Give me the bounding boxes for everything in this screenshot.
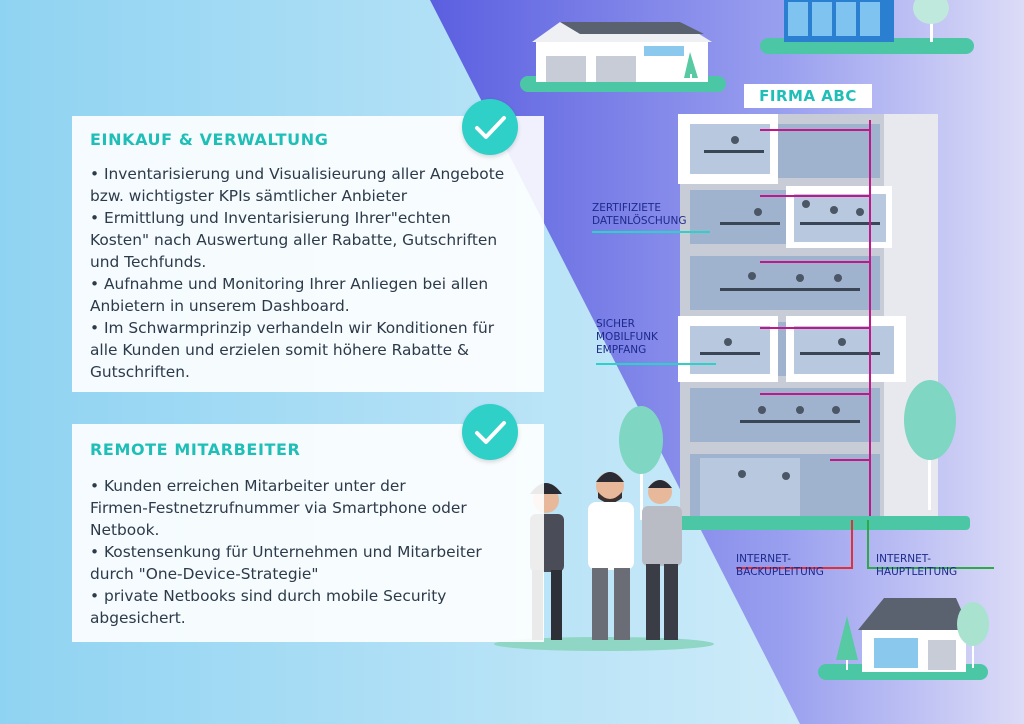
- tree-icon: [619, 406, 663, 520]
- checkmark-icon: [462, 404, 518, 460]
- card-line: alle Kunden und erzielen somit höhere Ra…: [90, 341, 470, 359]
- label-line: EMPFANG: [596, 344, 647, 356]
- label-datenloeschung: ZERTIFIZIETE DATENLÖSCHUNG: [592, 202, 686, 228]
- glass-building: [760, 0, 974, 54]
- label-line: INTERNET-: [736, 553, 792, 565]
- card-einkauf-verwaltung: EINKAUF & VERWALTUNG • Inventarisierung …: [72, 116, 544, 392]
- card-line: Netbook.: [90, 521, 160, 539]
- card-line: durch "One-Device-Strategie": [90, 565, 319, 583]
- card-line: • private Netbooks sind durch mobile Sec…: [90, 587, 447, 605]
- card-line: Firmen-Festnetzrufnummer via Smartphone …: [90, 499, 467, 517]
- card-line: • Ermittlung und Inventarisierung Ihrer"…: [90, 209, 451, 227]
- card-line: • Aufnahme und Monitoring Ihrer Anliegen…: [90, 275, 489, 293]
- card-line: • Im Schwarmprinzip verhandeln wir Kondi…: [90, 319, 495, 337]
- label-mobilfunk: SICHER MOBILFUNK EMPFANG: [596, 318, 658, 357]
- card-line: und Techfunds.: [90, 253, 207, 271]
- card-line: Kosten" nach Auswertung aller Rabatte, G…: [90, 231, 498, 249]
- house-icon: [818, 598, 989, 680]
- card-line: Gutschriften.: [90, 363, 190, 381]
- label-line: HAUPTLEITUNG: [876, 566, 958, 578]
- card-remote-mitarbeiter: REMOTE MITARBEITER • Kunden erreichen Mi…: [72, 424, 544, 642]
- card-line: Anbietern in unserem Dashboard.: [90, 297, 350, 315]
- label-line: BACKUPLEITUNG: [736, 566, 824, 578]
- label-line: MOBILFUNK: [596, 331, 658, 343]
- label-hauptleitung: INTERNET- HAUPTLEITUNG: [876, 553, 957, 579]
- tree-icon: [913, 0, 949, 42]
- card-line: • Kunden erreichen Mitarbeiter unter der: [90, 477, 406, 495]
- card-line: bzw. wichtigster KPIs sämtlicher Anbiete…: [90, 187, 408, 205]
- label-line: SICHER: [596, 318, 635, 330]
- warehouse-icon: [520, 22, 726, 92]
- label-line: ZERTIFIZIETE: [592, 202, 661, 214]
- label-line: INTERNET-: [876, 553, 932, 565]
- card-title: REMOTE MITARBEITER: [90, 440, 301, 459]
- office-building-icon: [670, 114, 970, 530]
- card-line: • Kostensenkung für Unternehmen und Mita…: [90, 543, 482, 561]
- card-line: • Inventarisierung und Visualisieurung a…: [90, 165, 505, 183]
- label-backupleitung: INTERNET- BACKUPLEITUNG: [736, 553, 824, 579]
- checkmark-icon: [462, 99, 518, 155]
- tree-icon: [904, 380, 956, 510]
- firma-label: FIRMA ABC: [744, 84, 872, 108]
- card-line: abgesichert.: [90, 609, 186, 627]
- label-line: DATENLÖSCHUNG: [592, 215, 687, 227]
- card-title: EINKAUF & VERWALTUNG: [90, 130, 329, 149]
